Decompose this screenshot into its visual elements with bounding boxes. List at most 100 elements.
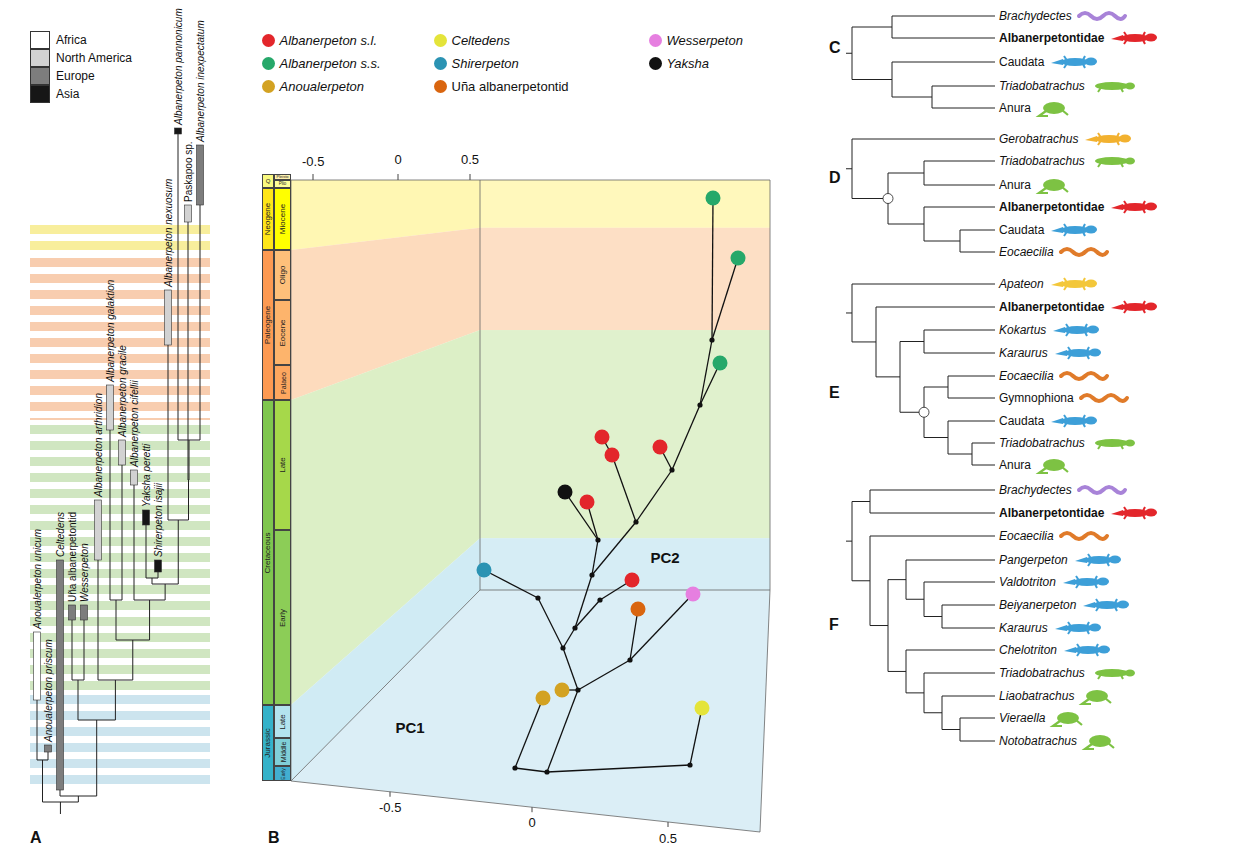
branch	[906, 650, 995, 651]
period-name: Miocene	[279, 204, 287, 234]
body	[1057, 712, 1079, 724]
taxon-label: Valdotriton	[999, 576, 1056, 589]
legs	[1068, 347, 1089, 359]
body	[1043, 102, 1065, 114]
silhouette	[1055, 347, 1101, 359]
branch	[892, 97, 932, 98]
branch	[188, 480, 189, 520]
node-marker	[919, 407, 929, 417]
silhouette	[1055, 622, 1101, 634]
branch	[846, 168, 852, 169]
legs	[1039, 467, 1068, 473]
morphospace-branches	[484, 198, 738, 772]
axis-tick: 0.5	[461, 153, 479, 167]
legend-dot	[434, 34, 447, 47]
panel-letter: E	[829, 384, 840, 402]
taxon-name: Yaksha peretti	[141, 444, 152, 507]
legend-dot	[434, 80, 447, 93]
head	[1145, 509, 1157, 517]
tail	[1111, 510, 1123, 516]
branch	[98, 560, 99, 680]
branch	[188, 222, 189, 480]
period-name: Cretaceous	[264, 532, 272, 573]
tail	[1053, 327, 1065, 333]
branch	[132, 640, 133, 680]
taxon-name: Anoualerpeton unicum	[32, 529, 43, 629]
legend-text: Africa	[56, 33, 87, 47]
period-name: Jurassic	[264, 728, 272, 757]
branch	[168, 345, 169, 520]
cladogram	[846, 284, 995, 465]
taxon-label: Albanerpetontidae	[999, 32, 1104, 45]
taxon-name: Albanerpeton cifellii	[129, 380, 140, 467]
taxon-label: Albanerpetontidae	[999, 201, 1104, 214]
taxon-label: Kokartus	[999, 324, 1046, 337]
branch	[612, 455, 636, 522]
branch	[712, 198, 713, 340]
box-edge	[760, 590, 770, 832]
body	[1086, 690, 1108, 702]
taxon-label: Anura	[999, 459, 1031, 472]
silhouette	[1039, 179, 1068, 193]
range-bar	[45, 745, 52, 752]
branch	[636, 470, 672, 522]
tail	[1051, 281, 1063, 287]
branch	[672, 405, 700, 470]
period-name: Q	[266, 178, 271, 184]
branch	[906, 692, 924, 693]
box-edge	[291, 590, 480, 781]
legend-swatch	[30, 67, 50, 85]
time-band	[30, 322, 210, 331]
branch	[870, 625, 888, 626]
branch	[78, 680, 79, 720]
silhouette	[1085, 133, 1131, 145]
legend-text: Wesserpeton	[667, 33, 743, 48]
legend-text: North America	[56, 51, 132, 65]
taxon-label: Notobatrachus	[999, 735, 1077, 748]
panel-letter: B	[268, 829, 280, 847]
period-name: Early	[279, 608, 287, 626]
legs	[1124, 301, 1145, 313]
tail	[1055, 350, 1067, 356]
head	[1125, 670, 1135, 677]
taxon-label: Karaurus	[999, 622, 1048, 635]
legend-item: Africa	[30, 31, 87, 49]
period-band-back	[480, 180, 770, 228]
legend-item: Asia	[30, 85, 79, 103]
time-band	[30, 274, 210, 283]
tail	[1111, 35, 1123, 41]
legs	[1098, 133, 1119, 145]
period-band-wall	[291, 538, 480, 781]
legs	[1082, 698, 1111, 704]
taxon-label: Eocaecilia	[999, 370, 1054, 383]
taxon-label: Triadobatrachus	[999, 667, 1085, 680]
taxon-dot	[595, 430, 610, 445]
legs	[1077, 644, 1098, 656]
branch	[870, 536, 995, 537]
taxon-name: Albanerpeton pannonicum	[173, 8, 184, 125]
taxon-label: Gerobatrachus	[999, 133, 1078, 146]
legs	[1053, 720, 1082, 726]
silhouette	[1039, 102, 1068, 116]
range-bar	[81, 605, 88, 620]
legs	[1098, 673, 1123, 679]
tail	[1083, 602, 1095, 608]
legs	[1064, 278, 1085, 290]
time-band	[30, 306, 210, 315]
branch	[892, 62, 995, 63]
panel-letter: C	[829, 39, 841, 57]
ancestral-node	[544, 769, 549, 774]
range-bar	[197, 145, 204, 205]
taxon-label: Caudata	[999, 56, 1044, 69]
branch	[134, 485, 135, 600]
tick-mark	[668, 822, 669, 827]
silhouette	[1061, 533, 1107, 539]
silhouette	[1039, 459, 1068, 473]
silhouette	[1111, 507, 1157, 519]
taxon-label: Gymnophiona	[999, 392, 1074, 405]
head	[1125, 440, 1135, 447]
taxon-dot	[625, 573, 640, 588]
branch	[852, 139, 995, 140]
branch	[852, 27, 892, 28]
period-band-back	[480, 538, 770, 590]
